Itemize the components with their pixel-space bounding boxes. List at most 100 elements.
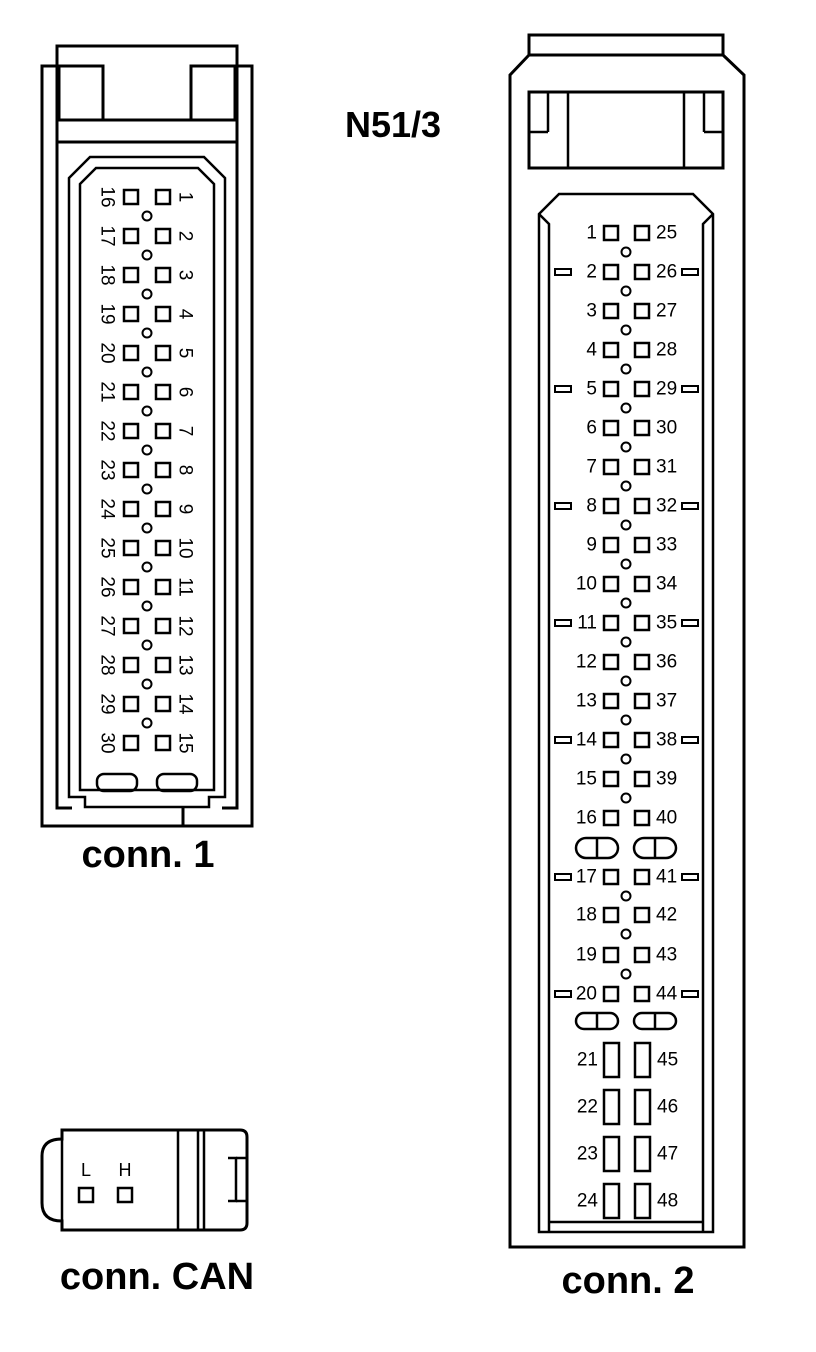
pin-socket	[633, 536, 651, 554]
pin-socket	[633, 868, 651, 886]
latch-tab	[554, 619, 572, 627]
key-dot	[620, 285, 632, 297]
pin-socket	[633, 419, 651, 437]
pin-socket	[602, 868, 620, 886]
pin-label-right: 41	[656, 867, 677, 888]
pin-label-right: 36	[656, 652, 677, 673]
pin-socket	[633, 809, 651, 827]
pin-label-left: 23	[577, 1144, 598, 1165]
connector-can-label: conn. CAN	[60, 1256, 254, 1298]
pin-socket	[602, 731, 620, 749]
pin-socket	[154, 695, 172, 713]
pin-label-left: 27	[97, 615, 118, 636]
pin-socket	[154, 344, 172, 362]
pin-socket	[154, 539, 172, 557]
latch-tab	[554, 736, 572, 744]
pin-label-left: 2	[586, 262, 597, 283]
key-dot	[141, 366, 153, 378]
key-dot	[620, 792, 632, 804]
latch-tab	[681, 990, 699, 998]
pin-socket	[602, 302, 620, 320]
pin-socket	[154, 305, 172, 323]
diagram-title: N51/3	[345, 104, 441, 145]
pin-label-right: 30	[656, 418, 677, 439]
pin-socket	[602, 497, 620, 515]
pin-label-right: 44	[656, 984, 678, 1005]
pin-label-right: 47	[657, 1144, 678, 1165]
pin-label-left: 28	[97, 654, 118, 675]
pin-label-right: 31	[656, 457, 677, 478]
pin-label-left: 5	[586, 379, 597, 400]
pin-socket	[633, 224, 651, 242]
pin-socket	[633, 341, 651, 359]
pin-label-left: 20	[576, 984, 597, 1005]
pin-socket	[154, 461, 172, 479]
pin-socket	[633, 946, 651, 964]
pin-socket	[122, 188, 140, 206]
pin-socket	[154, 617, 172, 635]
power-pin-socket	[602, 1135, 621, 1173]
pin-label-right: 11	[175, 577, 196, 597]
pin-socket	[122, 383, 140, 401]
pin-socket	[602, 419, 620, 437]
pin-label-right: 13	[175, 654, 196, 675]
pin-label-left: 16	[576, 808, 597, 829]
pin-socket	[122, 695, 140, 713]
latch-tab	[681, 873, 699, 881]
power-pin-socket	[602, 1041, 621, 1079]
pin-socket	[122, 422, 140, 440]
pin-socket	[122, 344, 140, 362]
power-pin-socket	[633, 1182, 652, 1220]
pin-label-right: 28	[656, 340, 677, 361]
power-pin-socket	[602, 1088, 621, 1126]
pin-label-right: 14	[175, 693, 196, 715]
latch-tab	[554, 385, 572, 393]
pin-label-right: 10	[175, 537, 196, 558]
latch-tab	[681, 385, 699, 393]
key-dot	[620, 519, 632, 531]
key-dot	[141, 561, 153, 573]
pin-label-right: 1	[175, 192, 196, 203]
key-dot	[620, 968, 632, 980]
pin-label-right: 42	[656, 905, 677, 926]
pin-label-right: 6	[175, 387, 196, 398]
key-dot	[141, 288, 153, 300]
pin-label: H	[119, 1160, 132, 1180]
pin-label-left: 9	[586, 535, 597, 556]
pin-socket	[633, 263, 651, 281]
latch-tab	[681, 619, 699, 627]
pin-socket	[602, 692, 620, 710]
pin-label-right: 38	[656, 730, 677, 751]
pin-label-left: 24	[577, 1191, 599, 1212]
key-dot	[620, 890, 632, 902]
pin-socket	[602, 653, 620, 671]
pin-label-right: 34	[656, 574, 678, 595]
pin-socket	[602, 809, 620, 827]
pin-socket	[602, 770, 620, 788]
pin-label: L	[81, 1160, 91, 1180]
key-dot	[620, 597, 632, 609]
pin-label-left: 19	[576, 945, 597, 966]
pin-label-left: 24	[97, 498, 118, 520]
pin-socket	[633, 614, 651, 632]
pin-label-right: 37	[656, 691, 677, 712]
pin-socket	[154, 578, 172, 596]
pin-socket	[602, 458, 620, 476]
pin-label-left: 11	[577, 613, 597, 634]
pin-socket	[633, 575, 651, 593]
pin-label-left: 10	[576, 574, 597, 595]
pin-label-left: 12	[576, 652, 597, 673]
key-dot	[141, 522, 153, 534]
pin-label-left: 17	[576, 867, 597, 888]
pin-socket	[602, 536, 620, 554]
pin-socket	[122, 227, 140, 245]
key-dot	[141, 717, 153, 729]
pin-socket	[602, 341, 620, 359]
latch-tab	[681, 736, 699, 744]
connector-1-housing	[40, 44, 254, 828]
pin-socket	[77, 1186, 95, 1204]
pin-label-left: 21	[97, 381, 118, 402]
